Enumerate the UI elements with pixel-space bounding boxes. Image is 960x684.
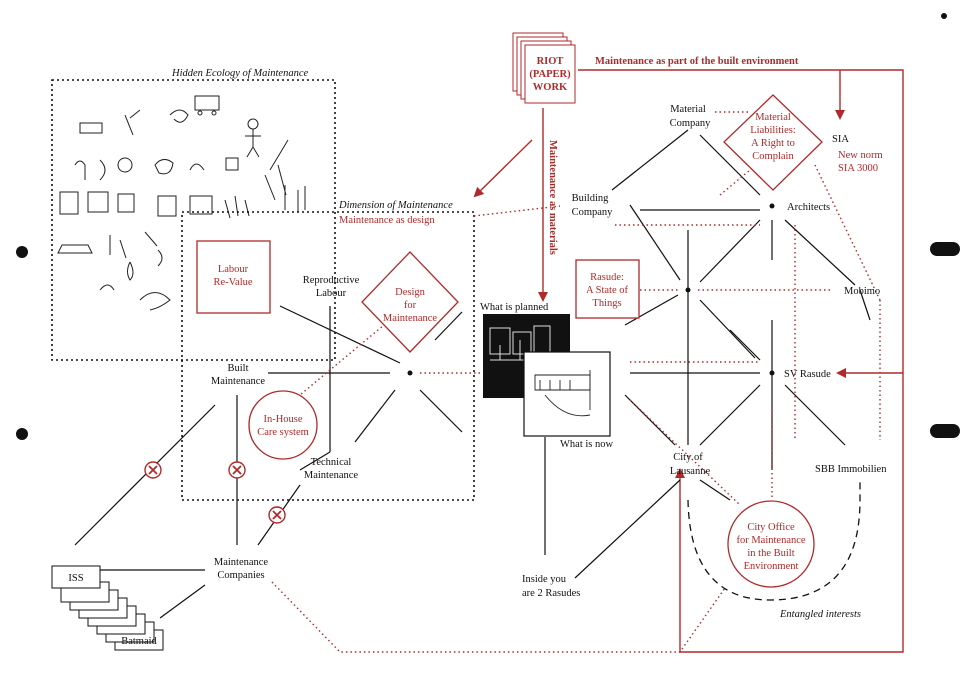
labour-label-1: Labour bbox=[218, 264, 249, 275]
liab-label-2: Liabilities: bbox=[750, 125, 796, 136]
iss-label: ISS bbox=[68, 573, 83, 584]
sia-norm-1: New norm bbox=[838, 150, 883, 161]
city-label-2: Lausanne bbox=[670, 466, 711, 477]
entangled-label: Entangled interests bbox=[779, 609, 861, 620]
office-label-4: Environment bbox=[744, 561, 799, 572]
riot-label-3: WORK bbox=[533, 82, 568, 93]
mobimo-label: Mobimo bbox=[844, 286, 880, 297]
riot-label-2: (PAPER) bbox=[529, 69, 571, 80]
design-label-2: for bbox=[404, 300, 417, 311]
built-label-2: Maintenance bbox=[211, 376, 266, 387]
company-stack bbox=[51, 565, 164, 651]
companies-label-2: Companies bbox=[217, 570, 264, 581]
tech-label-1: Technical bbox=[311, 457, 352, 468]
companies-label-1: Maintenance bbox=[214, 557, 269, 568]
rasude-label-1: Rasude: bbox=[590, 272, 624, 283]
tech-label-2: Maintenance bbox=[304, 470, 359, 481]
design-label-3: Maintenance bbox=[383, 313, 438, 324]
inside-label-2: are 2 Rasudes bbox=[522, 588, 580, 599]
sv-rasude-label: SV Rasude bbox=[784, 369, 831, 380]
liab-label-3: A Right to bbox=[751, 138, 795, 149]
inhouse-label-1: In-House bbox=[263, 414, 302, 425]
now-label: What is now bbox=[560, 439, 613, 450]
building-photo-icon bbox=[483, 314, 611, 437]
sbb-label: SBB Immobilien bbox=[815, 464, 887, 475]
inside-label-1: Inside you bbox=[522, 574, 567, 585]
dimension-title: Dimension of Maintenance bbox=[338, 200, 453, 211]
liab-label-1: Material bbox=[755, 112, 791, 123]
repro-label-1: Reproductive bbox=[303, 275, 360, 286]
batmaid-label: Batmaid bbox=[121, 636, 157, 647]
right-network bbox=[574, 129, 871, 579]
liab-label-4: Complain bbox=[752, 151, 794, 162]
as-materials-title: Maintenance as materials bbox=[547, 140, 558, 255]
architects-label: Architects bbox=[787, 202, 830, 213]
office-label-1: City Office bbox=[747, 522, 795, 533]
hidden-ecology-title: Hidden Ecology of Maintenance bbox=[171, 68, 309, 79]
design-label-1: Design bbox=[395, 287, 425, 298]
left-star bbox=[268, 305, 463, 471]
binder-holes bbox=[16, 13, 960, 440]
built-label-1: Built bbox=[227, 363, 248, 374]
sia-label: SIA bbox=[832, 134, 849, 145]
sketch-icons bbox=[57, 95, 306, 311]
inhouse-label-2: Care system bbox=[257, 427, 309, 438]
riot-label-1: RIOT bbox=[537, 56, 564, 67]
office-label-2: for Maintenance bbox=[736, 535, 805, 546]
built-env-title: Maintenance as part of the built environ… bbox=[595, 56, 799, 67]
document-stack-icon bbox=[512, 32, 576, 104]
building-label-1: Building bbox=[572, 193, 610, 204]
material-label-1: Material bbox=[670, 104, 706, 115]
city-label-1: City of bbox=[673, 452, 703, 463]
as-design-title: Maintenance as design bbox=[339, 215, 435, 226]
repro-label-2: Labour bbox=[316, 288, 347, 299]
material-label-2: Company bbox=[670, 118, 712, 129]
office-label-3: in the Built bbox=[747, 548, 794, 559]
sia-norm-2: SIA 3000 bbox=[838, 163, 878, 174]
dimension-box: Dimension of Maintenance Maintenance as … bbox=[181, 200, 475, 501]
hidden-ecology-box: Hidden Ecology of Maintenance bbox=[51, 68, 336, 361]
rasude-label-2: A State of bbox=[586, 285, 628, 296]
entangled-loop bbox=[687, 480, 861, 601]
rasude-label-3: Things bbox=[592, 298, 621, 309]
building-label-2: Company bbox=[572, 207, 614, 218]
labour-label-2: Re-Value bbox=[213, 277, 252, 288]
planned-label: What is planned bbox=[480, 302, 549, 313]
x-mark-icon bbox=[144, 461, 286, 524]
